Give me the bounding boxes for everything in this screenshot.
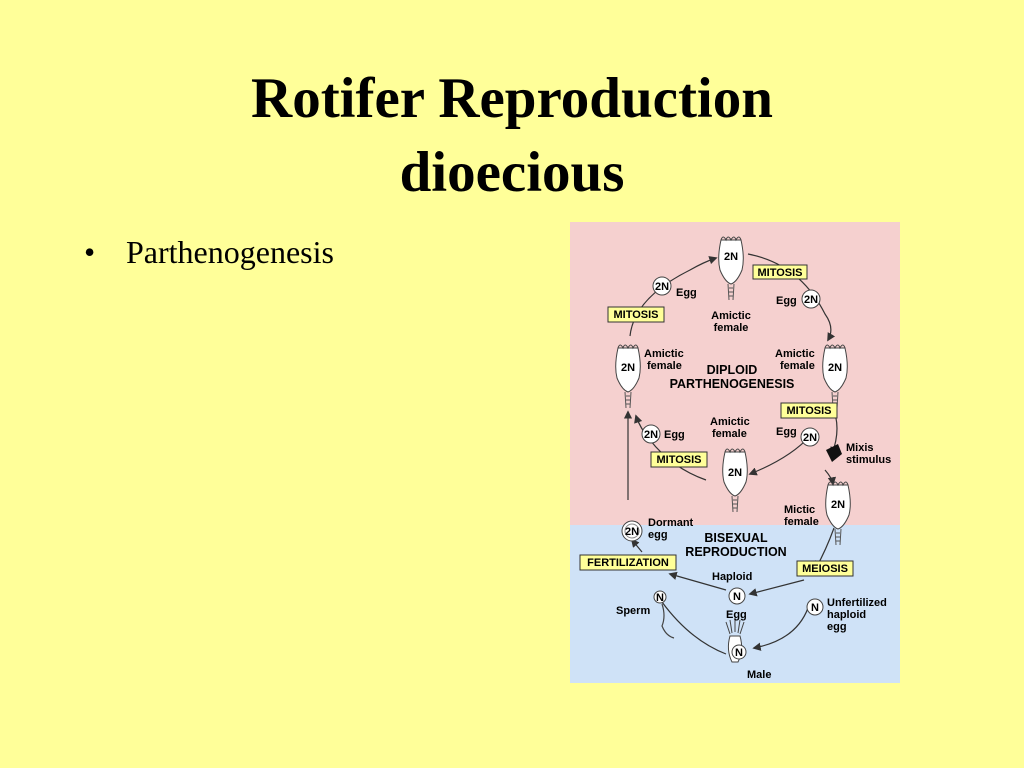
organism-amictic-left: 2N Amictic female [615, 344, 684, 409]
svg-text:Dormant: Dormant [648, 517, 694, 529]
svg-text:N: N [811, 602, 819, 614]
svg-text:DIPLOID: DIPLOID [707, 363, 758, 377]
svg-text:Egg: Egg [776, 426, 797, 438]
svg-text:Sperm: Sperm [616, 605, 650, 617]
bullet-text: Parthenogenesis [126, 234, 334, 270]
svg-text:Amictic: Amictic [644, 348, 684, 360]
life-cycle-diagram: 2N Amictic female 2N Amictic female 2N A… [570, 222, 900, 683]
svg-text:REPRODUCTION: REPRODUCTION [685, 545, 786, 559]
svg-text:2N: 2N [644, 429, 658, 441]
svg-text:egg: egg [827, 621, 847, 633]
svg-text:Unfertilized: Unfertilized [827, 597, 887, 609]
svg-text:2N: 2N [621, 362, 635, 374]
svg-text:FERTILIZATION: FERTILIZATION [587, 557, 669, 569]
stimulus-arrow-icon [826, 444, 842, 462]
svg-text:N: N [656, 592, 664, 604]
svg-text:MITOSIS: MITOSIS [613, 309, 658, 321]
svg-text:2N: 2N [625, 526, 639, 538]
organism-amictic-top: 2N Amictic female [711, 236, 751, 334]
svg-text:Mixis: Mixis [846, 442, 874, 454]
svg-text:2N: 2N [724, 251, 738, 263]
svg-text:2N: 2N [803, 432, 817, 444]
egg-topleft: 2N Egg [652, 276, 697, 299]
svg-text:Egg: Egg [664, 429, 685, 441]
title-line-2: dioecious [399, 141, 625, 204]
svg-text:Mictic: Mictic [784, 504, 815, 516]
svg-text:female: female [712, 428, 747, 440]
svg-text:2N: 2N [804, 294, 818, 306]
svg-text:PARTHENOGENESIS: PARTHENOGENESIS [670, 377, 795, 391]
svg-text:egg: egg [648, 529, 668, 541]
svg-text:BISEXUAL: BISEXUAL [704, 531, 768, 545]
svg-text:2N: 2N [831, 499, 845, 511]
svg-text:stimulus: stimulus [846, 454, 891, 466]
organism-amictic-bottom: 2N Amictic female [710, 416, 750, 513]
svg-text:MITOSIS: MITOSIS [786, 405, 831, 417]
svg-text:2N: 2N [728, 467, 742, 479]
process-mitosis-top: MITOSIS [752, 264, 808, 280]
slide-title: Rotifer Reproduction dioecious [0, 62, 1024, 210]
svg-text:Haploid: Haploid [712, 571, 752, 583]
svg-text:Amictic: Amictic [775, 348, 815, 360]
process-mitosis-bottom: MITOSIS [650, 451, 708, 468]
organism-mictic: 2N Mictic female [784, 481, 851, 546]
svg-text:2N: 2N [828, 362, 842, 374]
organism-amictic-right: 2N Amictic female [775, 344, 848, 409]
organism-male: N Male [725, 618, 771, 681]
zone-label-diploid: DIPLOID PARTHENOGENESIS [670, 363, 795, 391]
svg-text:female: female [784, 516, 819, 528]
sperm: N Sperm [616, 590, 675, 639]
svg-text:female: female [647, 360, 682, 372]
svg-text:Egg: Egg [726, 609, 747, 621]
egg-unfertilized: N Unfertilized haploid egg [806, 597, 887, 633]
process-mitosis-left: MITOSIS [607, 306, 665, 323]
mixis-stimulus: Mixis stimulus [826, 442, 891, 466]
bullet-marker: • [84, 234, 96, 270]
svg-text:female: female [714, 322, 749, 334]
process-mitosis-right: MITOSIS [780, 402, 838, 419]
svg-text:Male: Male [747, 669, 771, 681]
svg-text:MEIOSIS: MEIOSIS [802, 563, 848, 575]
svg-text:MITOSIS: MITOSIS [757, 267, 802, 279]
egg-dormant: 2N Dormant egg [621, 517, 694, 542]
svg-text:haploid: haploid [827, 609, 866, 621]
svg-text:MITOSIS: MITOSIS [656, 454, 701, 466]
life-cycle-figure: 2N Amictic female 2N Amictic female 2N A… [570, 222, 900, 683]
svg-text:N: N [733, 591, 741, 603]
process-fertilization: FERTILIZATION [579, 554, 677, 571]
svg-text:Amictic: Amictic [710, 416, 750, 428]
process-meiosis: MEIOSIS [796, 560, 854, 577]
svg-text:Amictic: Amictic [711, 310, 751, 322]
egg-midleft: 2N Egg [641, 424, 685, 444]
svg-text:female: female [780, 360, 815, 372]
svg-text:2N: 2N [655, 281, 669, 293]
egg-haploid: N Haploid Egg [712, 571, 752, 621]
bullet-list: • Parthenogenesis [84, 232, 334, 272]
egg-topright: 2N Egg [776, 289, 821, 309]
zone-label-bisexual: BISEXUAL REPRODUCTION [685, 531, 786, 559]
egg-midright: 2N Egg [776, 426, 820, 447]
svg-text:Egg: Egg [776, 295, 797, 307]
svg-text:N: N [735, 647, 743, 659]
bullet-item: • Parthenogenesis [84, 232, 334, 272]
svg-text:Egg: Egg [676, 287, 697, 299]
title-line-1: Rotifer Reproduction [251, 67, 773, 130]
